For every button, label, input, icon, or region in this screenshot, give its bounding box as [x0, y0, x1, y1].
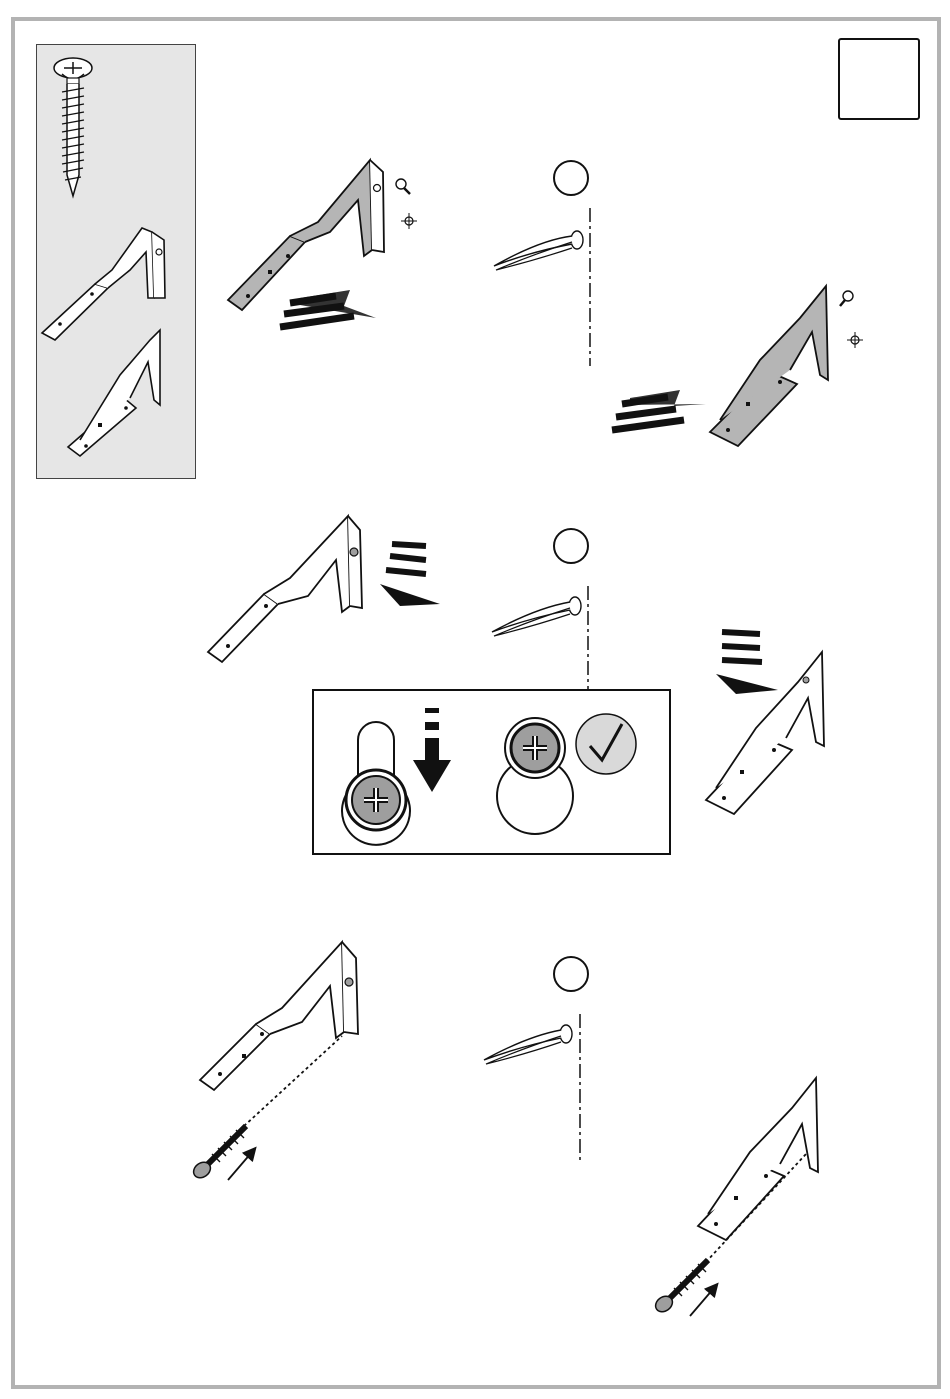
down-arrow-icon-row2 [380, 544, 440, 606]
screw-small-icon-row1-right [840, 291, 863, 348]
bracket-left-row2 [208, 516, 362, 662]
push-arrow-icon-row1 [280, 290, 376, 327]
wall-plug-icon-row2 [492, 586, 588, 690]
screw-icon [54, 58, 92, 196]
push-arrow-icon-row1-right [612, 390, 706, 430]
bracket-right-icon [68, 330, 160, 456]
bracket-left-row3 [200, 942, 358, 1090]
screw-long-icon-row3-left [191, 1126, 246, 1181]
bracket-grey-right-row1 [710, 286, 828, 446]
slide-down-arrow-icon [413, 708, 451, 792]
bracket-left-icon [42, 228, 165, 340]
screw-long-icon-row3-right [653, 1260, 708, 1315]
bracket-grey-left-row1 [228, 160, 384, 310]
insert-arrow-icon-row3-right [690, 1288, 714, 1316]
dotted-guide-row3-left [244, 1036, 342, 1126]
insert-arrow-icon-row3-left [228, 1152, 252, 1180]
screw-small-icon-row1 [396, 179, 417, 229]
keyhole-wrong-icon [342, 722, 410, 845]
keyhole-correct-icon [497, 718, 573, 834]
bracket-right-row3 [698, 1078, 818, 1240]
down-arrow-icon-row2-right [716, 632, 778, 694]
wall-plug-icon-row3 [484, 1014, 580, 1162]
checkmark-badge-icon [576, 714, 636, 774]
wall-plug-icon-row1 [494, 208, 590, 366]
